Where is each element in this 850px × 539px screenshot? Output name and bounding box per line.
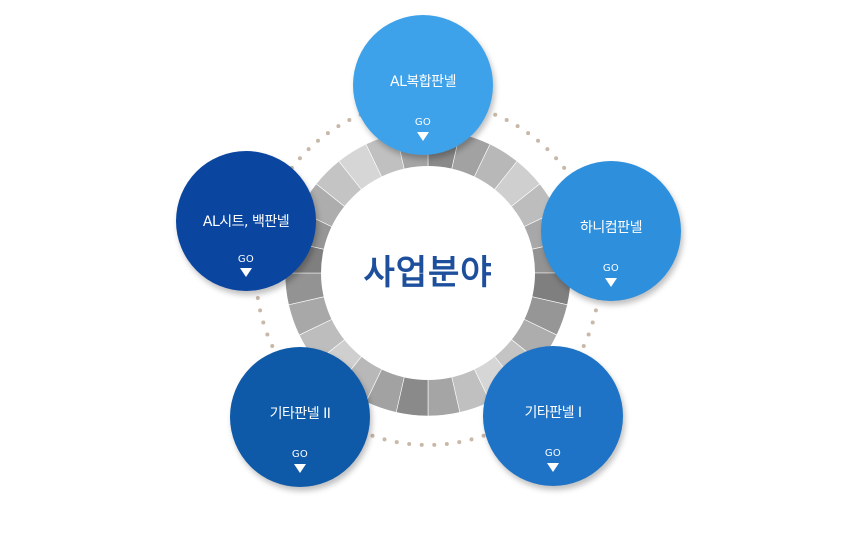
node-label: 하니컴판넬 (580, 220, 642, 236)
node-label: 기타판넬 II (269, 406, 331, 422)
orbit-dot (586, 332, 591, 337)
orbit-dot (581, 344, 586, 349)
orbit-dot (457, 440, 462, 445)
go-label[interactable]: GO (237, 254, 255, 265)
orbit-dot (481, 433, 486, 438)
node-label: AL복합판넬 (390, 74, 456, 90)
orbit-dot (382, 437, 387, 442)
go-arrow-icon[interactable] (417, 132, 429, 141)
orbit-dot (347, 118, 352, 123)
orbit-dot (261, 320, 266, 325)
orbit-dot (545, 147, 550, 152)
orbit-dot (407, 441, 412, 446)
go-label[interactable]: GO (544, 448, 562, 459)
orbit-dot (336, 124, 341, 129)
orbit-dot (493, 112, 498, 117)
orbit-dot (504, 118, 509, 123)
node-label: 기타판넬 I (524, 405, 582, 421)
orbit-dot (325, 131, 330, 136)
node-al-sheet-back-panel[interactable]: AL시트, 백판넬 GO (176, 151, 316, 291)
orbit-dot (297, 156, 302, 161)
orbit-dot (419, 442, 424, 447)
orbit-dot (258, 308, 263, 313)
center-disc (321, 166, 535, 380)
node-al-composite-panel[interactable]: AL복합판넬 GO (353, 15, 493, 155)
orbit-dot (306, 147, 311, 152)
go-label[interactable]: GO (602, 263, 620, 274)
orbit-dot (444, 441, 449, 446)
orbit-dot (370, 433, 375, 438)
orbit-dot (394, 440, 399, 445)
go-arrow-icon[interactable] (294, 464, 306, 473)
go-label[interactable]: GO (291, 449, 309, 460)
orbit-dot (562, 165, 567, 170)
node-other-panel-2[interactable]: 기타판넬 II GO (230, 347, 370, 487)
orbit-dot (593, 308, 598, 313)
go-arrow-icon[interactable] (547, 463, 559, 472)
orbit-dot (270, 344, 275, 349)
orbit-dot (554, 156, 559, 161)
orbit-dot (526, 131, 531, 136)
orbit-dot (515, 124, 520, 129)
node-label: AL시트, 백판넬 (202, 214, 290, 230)
orbit-dot (315, 138, 320, 143)
orbit-dot (469, 437, 474, 442)
orbit-dot (255, 296, 260, 301)
go-arrow-icon[interactable] (605, 278, 617, 287)
orbit-dot (536, 138, 541, 143)
center-title: 사업분야 (363, 253, 493, 293)
orbit-dot (432, 442, 437, 447)
node-honeycomb-panel[interactable]: 하니컴판넬 GO (541, 161, 681, 301)
node-other-panel-1[interactable]: 기타판넬 I GO (483, 346, 623, 486)
go-label[interactable]: GO (414, 117, 432, 128)
go-arrow-icon[interactable] (240, 268, 252, 277)
orbit-dot (590, 320, 595, 325)
orbit-dot (265, 332, 270, 337)
